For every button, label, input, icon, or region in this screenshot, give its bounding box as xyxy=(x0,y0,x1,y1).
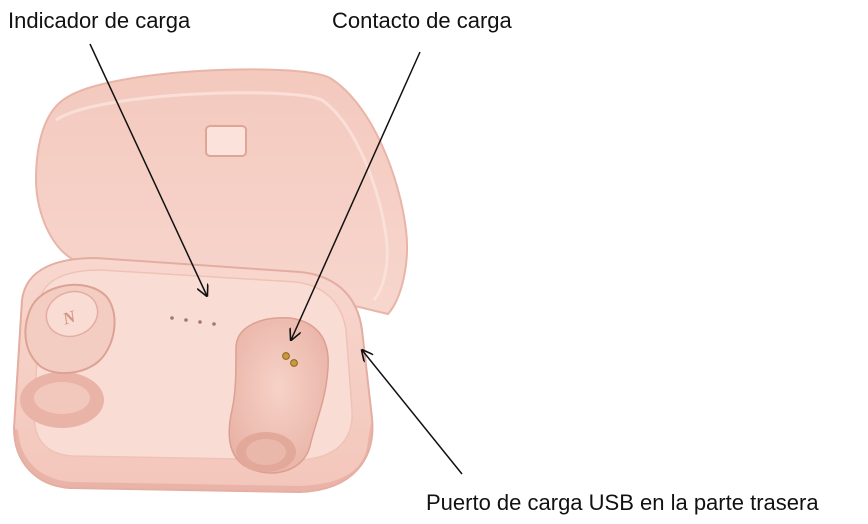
lid-latch xyxy=(205,125,247,157)
label-charging-indicator: Indicador de carga xyxy=(8,8,191,33)
arrow-usb-port xyxy=(362,350,463,475)
label-usb-port: Puerto de carga USB en la parte trasera xyxy=(426,490,819,515)
callout-arrows xyxy=(89,43,463,475)
contact-pin xyxy=(290,359,298,367)
case-base: N xyxy=(12,256,374,494)
contact-pin xyxy=(282,352,290,360)
case-lid xyxy=(34,68,409,316)
label-charging-contact: Contacto de carga xyxy=(332,8,512,33)
left-earbud: N xyxy=(20,283,116,428)
led-dot xyxy=(184,318,188,322)
led-dot xyxy=(170,316,174,320)
charging-contacts xyxy=(282,352,298,367)
right-earbud-cavity xyxy=(228,317,329,474)
arrow-charging-contact xyxy=(291,51,421,340)
led-dot xyxy=(212,322,216,326)
led-dot xyxy=(198,320,202,324)
earbud-touch-panel xyxy=(45,290,99,338)
arrow-charging-indicator xyxy=(89,43,207,296)
ear-tip-well-inner xyxy=(246,439,286,465)
charging-indicator-leds xyxy=(170,316,216,326)
